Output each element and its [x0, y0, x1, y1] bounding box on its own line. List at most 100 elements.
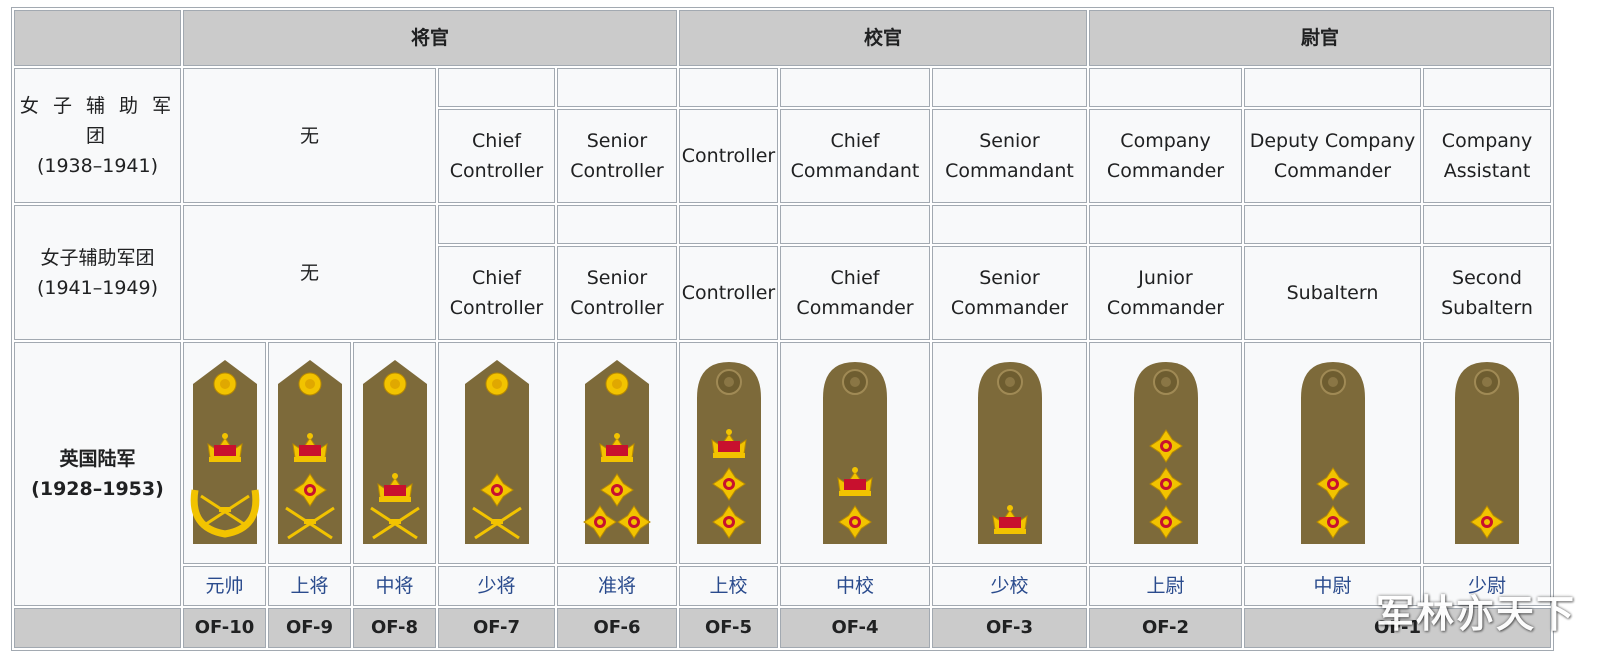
nato-code: OF-7 [438, 608, 555, 648]
rank-comparison-table: 将官 校官 尉官 女 子 辅 助 军 团 (1938–1941) 无 Chief… [11, 7, 1554, 651]
rank-name: Chief Commandant [780, 109, 930, 203]
shoulder-board-icon [464, 360, 529, 544]
nato-code: OF-9 [268, 608, 351, 648]
board-shape [1455, 362, 1519, 544]
star-pip-icon [711, 467, 746, 501]
button-icon [1474, 369, 1500, 395]
rank-link-text[interactable]: 中校 [835, 575, 874, 597]
rank-link-text[interactable]: 元帅 [205, 575, 244, 597]
band-field-officers: 校官 [679, 10, 1087, 66]
shoulder-board-cell [1089, 342, 1242, 564]
rank-link-text[interactable]: 少校 [990, 575, 1029, 597]
star-pip-icon [1315, 467, 1350, 501]
insignia-blank [557, 68, 677, 107]
rank-link-second-lieutenant[interactable]: 少尉 [1423, 566, 1551, 606]
rank-name: Controller [679, 109, 778, 203]
star-pip-icon [1315, 505, 1350, 539]
rank-link-text[interactable]: 上将 [290, 575, 329, 597]
star-pip-icon [1470, 505, 1504, 539]
nato-code: OF-1 [1244, 608, 1551, 648]
star-pip-icon [600, 473, 634, 507]
crown-icon [710, 429, 747, 458]
board-shape [977, 362, 1042, 544]
rank-link-lieutenant[interactable]: 中尉 [1244, 566, 1421, 606]
shoulder-board-cell [679, 342, 778, 564]
watermark: 军林亦天下 [1375, 592, 1576, 636]
rank-link-major[interactable]: 少校 [932, 566, 1087, 606]
rank-link-colonel[interactable]: 上校 [679, 566, 778, 606]
star-pip-icon [838, 505, 872, 539]
rank-link-lieutenant-colonel[interactable]: 中校 [780, 566, 930, 606]
nato-code: OF-4 [780, 608, 930, 648]
insignia-blank [932, 68, 1087, 107]
rank-link-general[interactable]: 上将 [268, 566, 351, 606]
shoulder-board-cell [183, 342, 266, 564]
rank-name: Company Commander [1089, 109, 1242, 203]
corner-cell [14, 10, 181, 66]
rank-link-marshal[interactable]: 元帅 [183, 566, 266, 606]
rank-link-text[interactable]: 少将 [477, 575, 516, 597]
rank-name: Senior Commandant [932, 109, 1087, 203]
army-insignia-row: 英国陆军 (1928–1953) [14, 342, 1551, 606]
row-header-name: 女 子 辅 助 军 团 [19, 94, 176, 147]
rank-name: Junior Commander [1089, 246, 1242, 340]
rank-link-text[interactable]: 上尉 [1146, 575, 1185, 597]
row-header-years: (1938–1941) [36, 154, 159, 177]
shoulder-board-icon [977, 362, 1042, 544]
shoulder-board-cell [438, 342, 555, 564]
rank-link-major-general[interactable]: 少将 [438, 566, 555, 606]
star-pip-icon [292, 473, 327, 507]
button-icon [298, 372, 321, 396]
shoulder-board-cell [1244, 342, 1421, 564]
star-pip-icon [479, 473, 514, 507]
insignia-blank [780, 68, 930, 107]
shoulder-board-icon [823, 362, 887, 544]
band-general-officers: 将官 [183, 10, 677, 66]
rank-link-brigadier[interactable]: 准将 [557, 566, 677, 606]
button-icon [213, 372, 236, 396]
nato-code: OF-10 [183, 608, 266, 648]
insignia-blank [932, 205, 1087, 244]
rank-link-text[interactable]: 上校 [709, 575, 748, 597]
wac2-none-cell: 无 [183, 205, 436, 340]
rank-name: Second Subaltern [1423, 246, 1551, 340]
rank-link-text[interactable]: 中将 [375, 575, 414, 597]
insignia-blank [780, 205, 930, 244]
rank-name: Senior Controller [557, 246, 677, 340]
shoulder-board-cell [268, 342, 351, 564]
button-icon [485, 372, 508, 396]
rank-link-text[interactable]: 中尉 [1313, 575, 1352, 597]
crown-icon [837, 467, 873, 496]
star-pip-icon [583, 505, 617, 539]
insignia-blank [1089, 68, 1242, 107]
crossed-swords-icon [284, 506, 335, 540]
rank-link-text[interactable]: 准将 [597, 575, 636, 597]
crown-icon [991, 505, 1028, 534]
row-header-name: 英国陆军 [59, 448, 136, 470]
rank-link-captain[interactable]: 上尉 [1089, 566, 1242, 606]
crossed-swords-icon [369, 506, 420, 540]
rank-link-text[interactable]: 少尉 [1467, 575, 1506, 597]
board-shape [823, 362, 887, 544]
insignia-blank [679, 68, 778, 107]
shoulder-board-icon [1300, 362, 1365, 544]
crown-icon [206, 433, 243, 462]
button-icon [715, 369, 742, 395]
band-junior-officers: 尉官 [1089, 10, 1551, 66]
rank-name: Senior Commander [932, 246, 1087, 340]
insignia-blank [1244, 205, 1421, 244]
insignia-blank [679, 205, 778, 244]
wac1-none-cell: 无 [183, 68, 436, 203]
row-header-name: 女子辅助军团 [40, 246, 155, 269]
shoulder-board-icon [190, 360, 259, 544]
nato-code: OF-6 [557, 608, 677, 648]
shoulder-board-cell [353, 342, 436, 564]
rank-name: Controller [679, 246, 778, 340]
row-header-british-army: 英国陆军 (1928–1953) [14, 342, 181, 606]
star-pip-icon [617, 505, 651, 539]
star-pip-icon [711, 505, 746, 539]
rank-link-lieutenant-general[interactable]: 中将 [353, 566, 436, 606]
crown-icon [376, 473, 413, 502]
insignia-blank [1244, 68, 1421, 107]
insignia-blank [1423, 205, 1551, 244]
